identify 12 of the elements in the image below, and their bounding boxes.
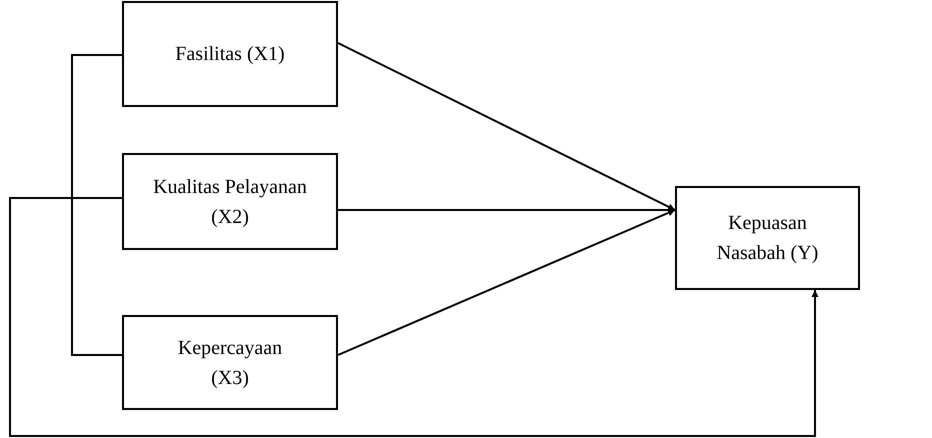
variable-box (122, 1, 338, 107)
variable-box (675, 186, 860, 290)
variable-box (122, 153, 338, 250)
variable-label: Fasilitas (X1) (175, 42, 285, 67)
arrow (9, 197, 818, 437)
variable-label: Kualitas Pelayanan (X2) (152, 174, 308, 230)
arrow (338, 42, 676, 211)
variable-box (122, 315, 338, 410)
arrow (338, 209, 676, 356)
connector-line (71, 54, 122, 356)
variable-label: Kepercayaan (X3) (176, 336, 284, 390)
variable-label: Kepuasan Nasabah (Y) (716, 211, 820, 266)
